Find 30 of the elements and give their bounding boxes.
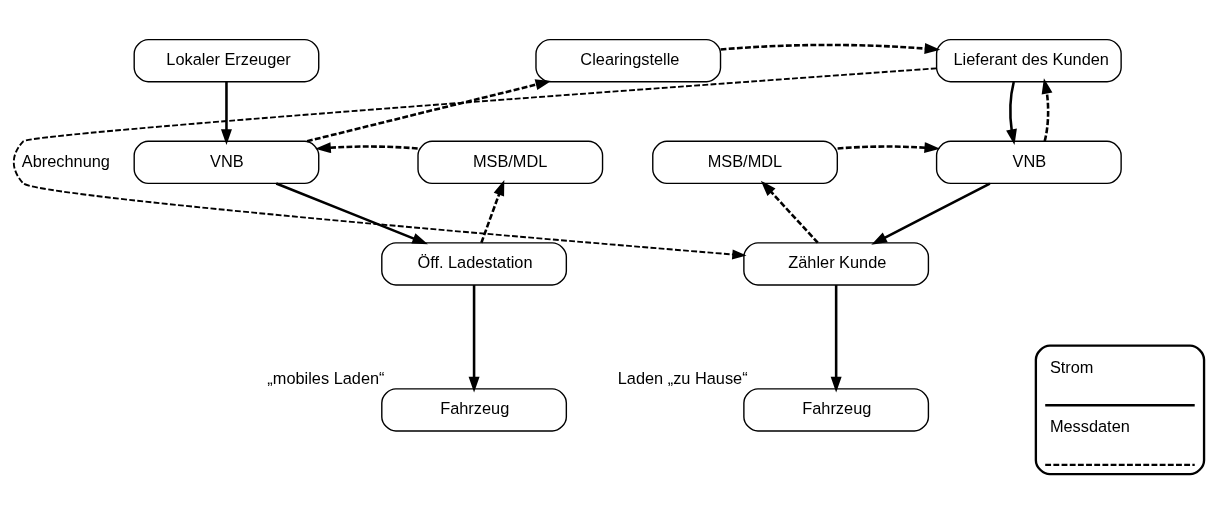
arrow [837,141,941,153]
node-box: Zähler Kunde [743,241,930,286]
node-box: Fahrzeug [381,387,568,432]
arrow [468,284,480,392]
node-box: Clearingstelle [535,38,722,82]
arrow [480,179,505,243]
arrow [315,141,418,153]
node-box: Fahrzeug [743,387,930,432]
arrow [871,181,991,245]
arrow [12,66,938,259]
node-box: Öff. Ladestation [381,241,568,286]
node-label: Laden „zu Hause“ [617,368,748,387]
arrow [306,78,552,142]
arrow [275,181,428,244]
node-box: Lieferant des Kunden [935,38,1122,82]
legend-label: Messdaten [1049,416,1130,435]
node-box: VNB [935,140,1122,184]
arrow [1006,81,1017,145]
node-box: Lokaler Erzeuger [133,38,320,82]
legend-label: Strom [1049,357,1094,376]
arrow [720,42,941,54]
arrow [220,81,232,145]
arrow [830,284,842,392]
arrow [760,180,819,244]
node-box: MSB/MDL [417,140,604,184]
edge-label: Abrechnung [21,151,110,170]
node-label: „mobiles Laden“ [267,368,385,387]
node-box: VNB [133,140,320,184]
arrow [1041,77,1053,141]
node-box: MSB/MDL [652,140,839,184]
